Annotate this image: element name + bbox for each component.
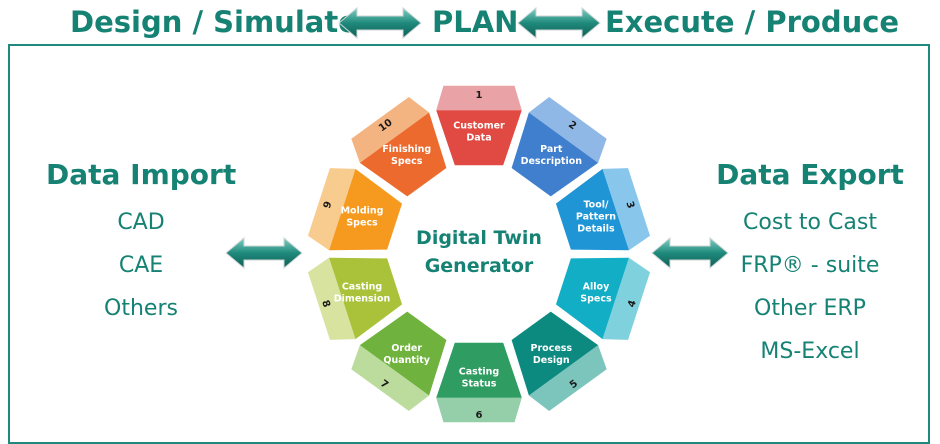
segment-label-2-line-2: Description <box>521 156 583 167</box>
segment-label-8-line-1: Casting <box>342 282 382 293</box>
segment-block-2 <box>511 112 599 197</box>
segment-number-8: 8 <box>319 299 332 309</box>
segment-block-9 <box>329 168 403 251</box>
export-item-ms-excel: MS-Excel <box>760 339 860 364</box>
import-item-others: Others <box>104 296 178 321</box>
data-export-title: Data Export <box>716 158 904 191</box>
segment-label-5-line-2: Design <box>533 355 570 366</box>
segment-number-9: 9 <box>322 200 335 210</box>
wheel-segments: 1CustomerData2PartDescription3Tool/Patte… <box>307 85 651 423</box>
segment-label-7-line-2: Quantity <box>383 355 430 366</box>
segment-label-3-line-3: Details <box>577 223 615 234</box>
import-arrow-icon <box>225 236 303 270</box>
segment-tab-8 <box>307 257 356 340</box>
segment-block-6 <box>436 342 522 398</box>
segment-label-9-line-1: Molding <box>341 205 384 216</box>
header-design-simulate: Design / Simulate <box>70 2 358 42</box>
segment-label-8-line-2: Dimension <box>334 294 391 305</box>
center-title-line1: Digital Twin <box>416 227 542 249</box>
segment-tab-7 <box>351 345 430 412</box>
segment-tab-2 <box>528 96 607 163</box>
segment-block-10 <box>359 112 447 197</box>
segment-number-3: 3 <box>623 200 636 210</box>
data-import-title: Data Import <box>46 158 237 191</box>
segment-label-10-line-2: Specs <box>391 156 423 167</box>
export-item-other-erp: Other ERP <box>754 296 866 321</box>
segment-number-6: 6 <box>476 410 483 421</box>
segment-tab-3 <box>602 168 651 251</box>
double-arrow-icon-left <box>338 6 422 40</box>
segment-tab-9 <box>307 168 356 251</box>
segment-label-6-line-2: Status <box>462 379 497 390</box>
export-item-frp-suite: FRP® - suite <box>740 253 880 278</box>
segment-label-5-line-1: Process <box>531 343 573 354</box>
segment-label-6-line-1: Casting <box>459 367 499 378</box>
segment-block-3 <box>555 168 629 251</box>
double-arrow-icon-right <box>517 6 601 40</box>
segment-block-5 <box>511 311 599 396</box>
segment-label-1-line-2: Data <box>466 133 491 144</box>
segment-label-3-line-1: Tool/ <box>583 199 609 210</box>
segment-label-4-line-2: Specs <box>580 294 612 305</box>
segment-tab-10 <box>351 96 430 163</box>
segment-tab-6 <box>436 397 522 423</box>
export-arrow-icon <box>651 236 729 270</box>
export-item-cost-to-cast: Cost to Cast <box>743 210 877 235</box>
import-item-cae: CAE <box>118 253 164 278</box>
segment-block-8 <box>329 257 403 340</box>
segment-tab-1 <box>436 85 522 111</box>
segment-tab-5 <box>528 345 607 412</box>
segment-block-4 <box>555 257 629 340</box>
segment-label-9-line-2: Specs <box>346 217 378 228</box>
segment-label-7-line-1: Order <box>391 343 422 354</box>
segment-block-7 <box>359 311 447 396</box>
segment-label-4-line-1: Alloy <box>583 282 610 293</box>
center-title-line2: Generator <box>425 255 534 277</box>
segment-number-4: 4 <box>626 299 639 309</box>
header-plan: PLAN <box>432 2 519 42</box>
segment-label-3-line-2: Pattern <box>576 211 616 222</box>
segment-block-1 <box>436 110 522 166</box>
segment-number-1: 1 <box>476 90 483 101</box>
segment-label-2-line-1: Part <box>540 144 563 155</box>
import-item-cad: CAD <box>117 210 165 235</box>
segment-tab-4 <box>602 257 651 340</box>
header-execute-produce: Execute / Produce <box>605 2 900 42</box>
segment-label-10-line-1: Finishing <box>382 144 431 155</box>
segment-label-1-line-1: Customer <box>453 121 505 132</box>
